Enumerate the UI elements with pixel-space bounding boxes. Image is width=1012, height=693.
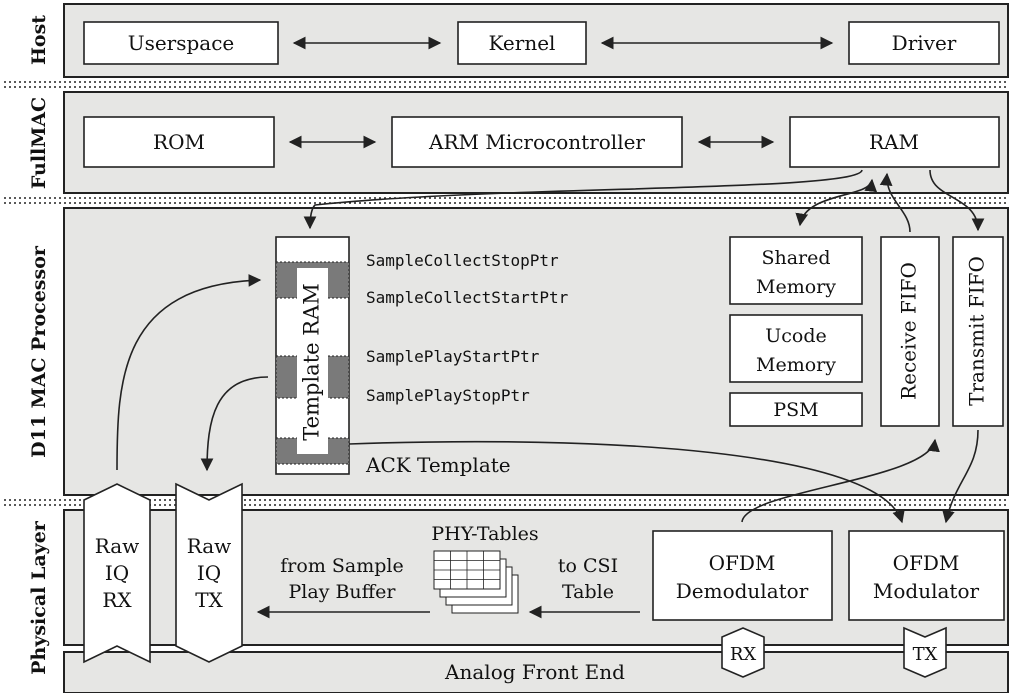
arrow-ram-shared <box>795 178 878 227</box>
ucode-memory-box <box>729 314 863 383</box>
kernel-box <box>457 21 587 65</box>
ram-label: RAM <box>869 130 919 154</box>
receive-fifo-box <box>880 236 940 427</box>
demod-line2: Demodulator <box>676 579 809 603</box>
tx-label: TX <box>913 644 938 665</box>
rx-banner <box>721 627 765 678</box>
layer-label-fullmac: FullMAC <box>28 97 50 189</box>
rom-box <box>83 116 275 168</box>
tx-banner <box>903 626 947 678</box>
mod-line2: Modulator <box>873 579 980 603</box>
demod-line1: OFDM <box>709 551 776 575</box>
raw-rx-line3: RX <box>102 588 132 612</box>
layer-label-phy: Physical Layer <box>28 520 50 675</box>
transmit-fifo-label: Transmit FIFO <box>965 256 989 406</box>
ucode-memory-line2: Memory <box>756 354 836 376</box>
arrow-demod-rxfifo <box>741 438 940 523</box>
ofdm-modulator-box <box>848 530 1005 621</box>
to-csi-line2: Table <box>562 581 614 603</box>
ptr-play-stop: SamplePlayStopPtr <box>366 386 530 405</box>
psm-label: PSM <box>773 399 818 421</box>
rx-label: RX <box>730 644 757 665</box>
to-csi-line1: to CSI <box>558 555 618 577</box>
ram-box <box>789 116 1000 168</box>
raw-rx-line1: Raw <box>95 534 140 558</box>
raw-iq-rx-banner <box>83 483 151 664</box>
raw-tx-line3: TX <box>195 588 223 612</box>
rom-label: ROM <box>153 130 205 154</box>
transmit-fifo-box <box>952 236 1004 427</box>
template-ram-label-bg <box>297 268 328 454</box>
layer-label-d11: D11 MAC Processor <box>28 245 50 458</box>
ucode-memory-line1: Ucode <box>765 325 827 347</box>
arrow-ram-txfifo <box>929 169 985 232</box>
ack-template-label: ACK Template <box>365 453 511 477</box>
arm-box <box>391 116 683 168</box>
driver-box <box>848 21 1000 65</box>
ofdm-demodulator-box <box>652 530 833 621</box>
userspace-box <box>83 21 279 65</box>
ptr-play-start: SamplePlayStartPtr <box>366 347 540 366</box>
userspace-label: Userspace <box>128 31 235 55</box>
raw-rx-line2: IQ <box>105 561 129 585</box>
phy-tables-label: PHY-Tables <box>431 523 538 545</box>
phy-tables-icon <box>433 550 519 614</box>
arrow-template-rawtx <box>200 376 269 472</box>
arrow-rxfifo-ram <box>879 172 911 233</box>
raw-tx-line2: IQ <box>197 561 221 585</box>
template-ram-label: Template RAM <box>300 283 324 440</box>
shared-memory-box <box>729 236 863 305</box>
mod-line1: OFDM <box>893 551 960 575</box>
receive-fifo-label: Receive FIFO <box>897 262 921 400</box>
afe-panel <box>63 651 1009 693</box>
psm-box <box>729 392 863 427</box>
arm-label: ARM Microcontroller <box>428 130 645 154</box>
shared-memory-line1: Shared <box>761 247 830 269</box>
driver-label: Driver <box>892 31 957 55</box>
ptr-collect-start: SampleCollectStartPtr <box>366 288 569 307</box>
arrow-ack-modulator <box>348 440 905 524</box>
afe-label: Analog Front End <box>444 660 625 684</box>
from-play-line2: Play Buffer <box>289 581 397 603</box>
shared-memory-line2: Memory <box>756 276 836 298</box>
kernel-label: Kernel <box>489 31 556 55</box>
raw-iq-tx-banner <box>175 482 243 663</box>
arrow-txfifo-mod <box>942 429 979 524</box>
layer-label-host: Host <box>28 15 50 65</box>
ptr-collect-stop: SampleCollectStopPtr <box>366 251 559 270</box>
from-play-line1: from Sample <box>280 555 403 577</box>
raw-tx-line1: Raw <box>187 534 232 558</box>
arrow-rawrx-template <box>116 274 262 471</box>
